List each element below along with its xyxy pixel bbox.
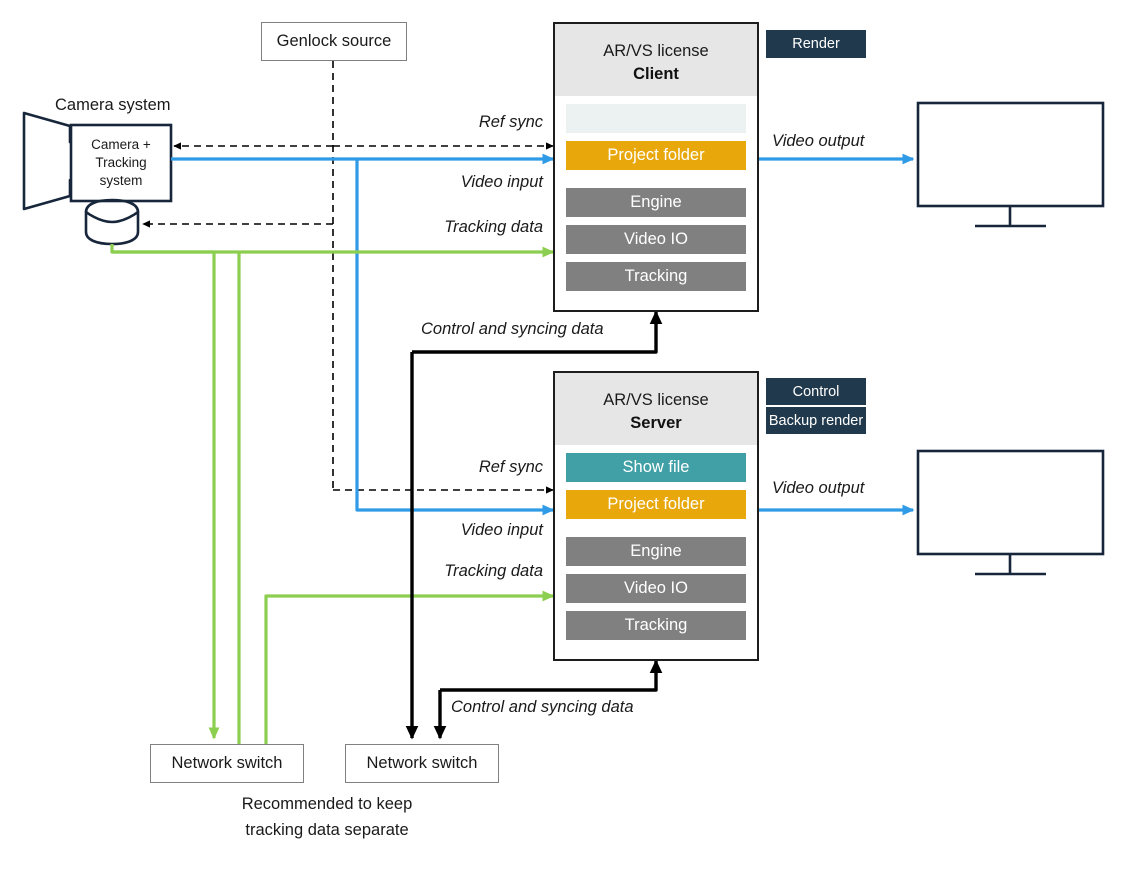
camera-label-line1: Camera + bbox=[91, 137, 151, 152]
client-row-project-folder[interactable]: Project folder bbox=[566, 141, 746, 170]
network-switch-left[interactable]: Network switch bbox=[150, 744, 304, 783]
camera-label-line3: system bbox=[99, 173, 143, 188]
label-tracking-data-client: Tracking data bbox=[444, 218, 543, 236]
client-license: AR/VS license bbox=[603, 42, 709, 60]
label-video-output-client: Video output bbox=[772, 132, 865, 150]
network-switch-right[interactable]: Network switch bbox=[345, 744, 499, 783]
server-license: AR/VS license bbox=[603, 391, 709, 409]
camera-body-label: Camera + Tracking system bbox=[76, 133, 166, 193]
server-machine[interactable]: AR/VS license Server Show file Project f… bbox=[553, 371, 759, 661]
client-row-empty[interactable] bbox=[566, 104, 746, 133]
server-row-tracking[interactable]: Tracking bbox=[566, 611, 746, 640]
network-switch-right-label: Network switch bbox=[366, 754, 478, 772]
server-row-project-folder[interactable]: Project folder bbox=[566, 490, 746, 519]
monitor-server bbox=[916, 449, 1105, 576]
client-machine[interactable]: AR/VS license Client Project folder Engi… bbox=[553, 22, 759, 312]
server-badge-backup-render[interactable]: Backup render bbox=[766, 407, 866, 434]
switch-note-line1: Recommended to keep bbox=[241, 795, 413, 813]
network-switch-left-label: Network switch bbox=[171, 754, 283, 772]
monitor-client bbox=[916, 101, 1105, 228]
camera-system-caption: Camera system bbox=[55, 96, 171, 114]
label-ref-sync-server: Ref sync bbox=[478, 458, 543, 476]
wire-tracking-server-leg bbox=[264, 590, 555, 744]
server-role: Server bbox=[630, 414, 682, 432]
client-badge-render[interactable]: Render bbox=[766, 30, 866, 58]
server-row-video-io[interactable]: Video IO bbox=[566, 574, 746, 603]
client-row-video-io[interactable]: Video IO bbox=[566, 225, 746, 254]
client-header: AR/VS license Client bbox=[555, 24, 757, 96]
client-row-gap bbox=[566, 178, 746, 188]
server-badge-control[interactable]: Control bbox=[766, 378, 866, 405]
client-role: Client bbox=[633, 65, 679, 83]
label-video-input-client: Video input bbox=[460, 173, 543, 191]
client-rows: Project folder Engine Video IO Tracking bbox=[555, 96, 757, 309]
label-control-sync-server: Control and syncing data bbox=[451, 698, 634, 716]
server-row-gap bbox=[566, 527, 746, 537]
wire-control-server bbox=[440, 659, 663, 692]
server-header: AR/VS license Server bbox=[555, 373, 757, 445]
client-row-tracking[interactable]: Tracking bbox=[566, 262, 746, 291]
genlock-source-label: Genlock source bbox=[276, 32, 392, 50]
client-row-engine[interactable]: Engine bbox=[566, 188, 746, 217]
genlock-source-box[interactable]: Genlock source bbox=[261, 22, 407, 61]
server-row-engine[interactable]: Engine bbox=[566, 537, 746, 566]
switch-note-line2: tracking data separate bbox=[245, 821, 409, 839]
label-ref-sync-client: Ref sync bbox=[478, 113, 543, 131]
label-control-sync-client: Control and syncing data bbox=[421, 320, 604, 338]
label-video-output-server: Video output bbox=[772, 479, 865, 497]
label-video-input-server: Video input bbox=[460, 521, 543, 539]
camera-label-line2: Tracking bbox=[95, 155, 147, 170]
label-tracking-data-server: Tracking data bbox=[444, 562, 543, 580]
server-rows: Show file Project folder Engine Video IO… bbox=[555, 445, 757, 658]
wire-tracking-client bbox=[110, 244, 555, 258]
server-row-show-file[interactable]: Show file bbox=[566, 453, 746, 482]
